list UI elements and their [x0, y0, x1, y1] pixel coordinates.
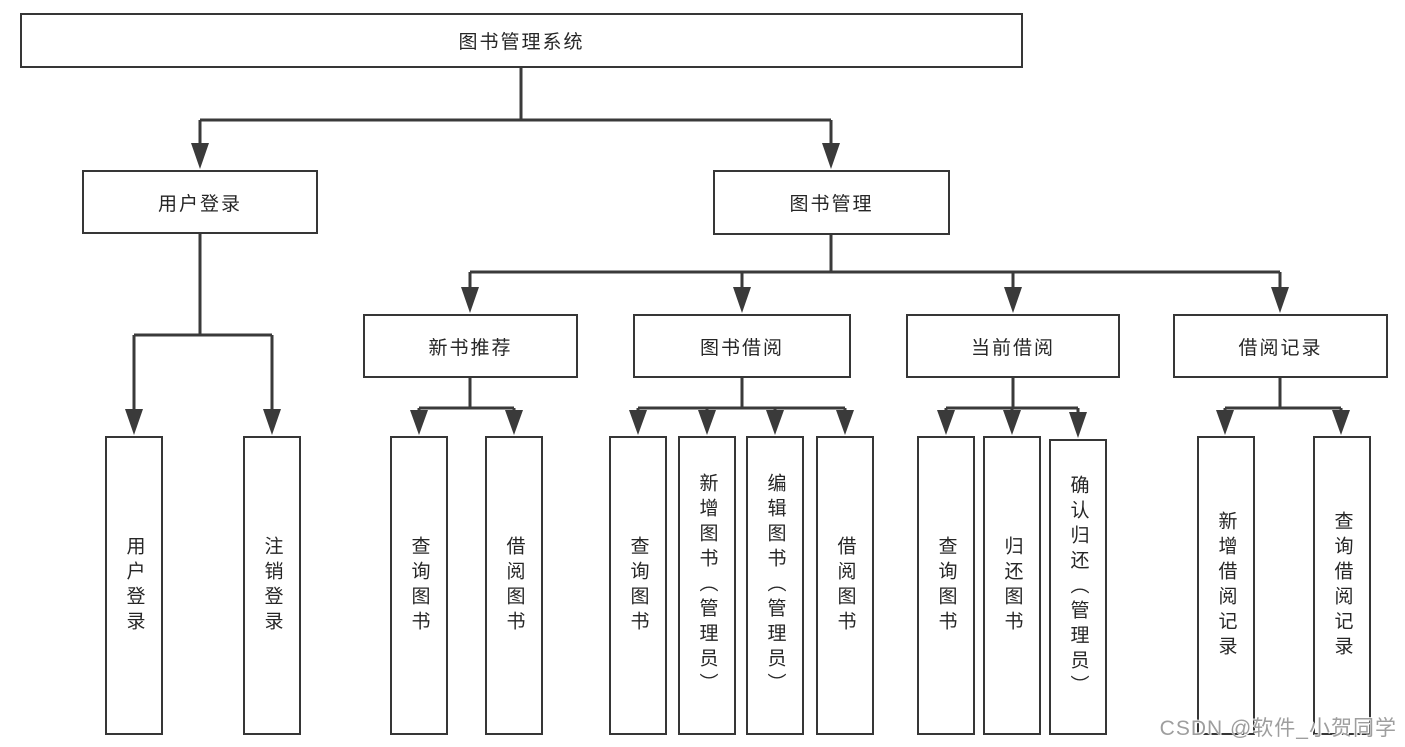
leaf-edit-books-admin: 编辑图书（管理员） — [746, 436, 804, 735]
leaf-borrow-query-books: 查询图书 — [609, 436, 667, 735]
node-user-login: 用户登录 — [82, 170, 318, 234]
leaf-borrow-query-books-label: 查询图书 — [627, 535, 649, 636]
leaf-current-query-books: 查询图书 — [917, 436, 975, 735]
node-new-book-recommend-label: 新书推荐 — [428, 337, 513, 359]
leaf-add-books-admin: 新增图书（管理员） — [678, 436, 736, 735]
leaf-recommend-query-books: 查询图书 — [390, 436, 448, 735]
leaf-recommend-borrow-books: 借阅图书 — [485, 436, 543, 735]
node-book-management-label: 图书管理 — [789, 194, 874, 215]
connector-strokes — [132, 68, 1343, 416]
leaf-query-borrow-record-label: 查询借阅记录 — [1331, 510, 1353, 661]
leaf-return-books-label: 归还图书 — [1001, 535, 1023, 636]
arrowheads — [125, 143, 1350, 438]
leaf-recommend-borrow-books-label: 借阅图书 — [503, 535, 525, 636]
node-user-login-label: 用户登录 — [157, 193, 242, 215]
leaf-add-borrow-record: 新增借阅记录 — [1197, 436, 1255, 735]
leaf-query-borrow-record: 查询借阅记录 — [1313, 436, 1371, 735]
leaf-current-query-books-label: 查询图书 — [935, 535, 957, 636]
leaf-user-login: 用户登录 — [105, 436, 163, 735]
leaf-edit-books-admin-label: 编辑图书（管理员） — [764, 473, 786, 698]
leaf-logout-label: 注销登录 — [261, 535, 283, 636]
leaf-confirm-return-admin-label: 确认归还（管理员） — [1067, 474, 1089, 700]
leaf-logout: 注销登录 — [243, 436, 301, 735]
csdn-watermark: CSDN @软件_小贺同学 — [1159, 717, 1397, 740]
node-root: 图书管理系统 — [20, 13, 1023, 68]
node-borrow-records: 借阅记录 — [1173, 314, 1388, 378]
node-book-borrow: 图书借阅 — [633, 314, 851, 378]
leaf-recommend-query-books-label: 查询图书 — [408, 535, 430, 636]
leaf-return-books: 归还图书 — [983, 436, 1041, 735]
node-book-borrow-label: 图书借阅 — [699, 337, 784, 359]
node-current-borrow-label: 当前借阅 — [970, 337, 1055, 359]
leaf-borrow-books: 借阅图书 — [816, 436, 874, 735]
leaf-borrow-books-label: 借阅图书 — [834, 535, 856, 636]
leaf-add-books-admin-label: 新增图书（管理员） — [696, 473, 718, 698]
node-current-borrow: 当前借阅 — [906, 314, 1120, 378]
leaf-user-login-label: 用户登录 — [123, 535, 145, 636]
node-root-label: 图书管理系统 — [458, 32, 585, 53]
leaf-confirm-return-admin: 确认归还（管理员） — [1049, 439, 1107, 735]
node-new-book-recommend: 新书推荐 — [363, 314, 578, 378]
node-borrow-records-label: 借阅记录 — [1238, 337, 1323, 359]
node-book-management: 图书管理 — [713, 170, 950, 235]
leaf-add-borrow-record-label: 新增借阅记录 — [1215, 510, 1237, 661]
